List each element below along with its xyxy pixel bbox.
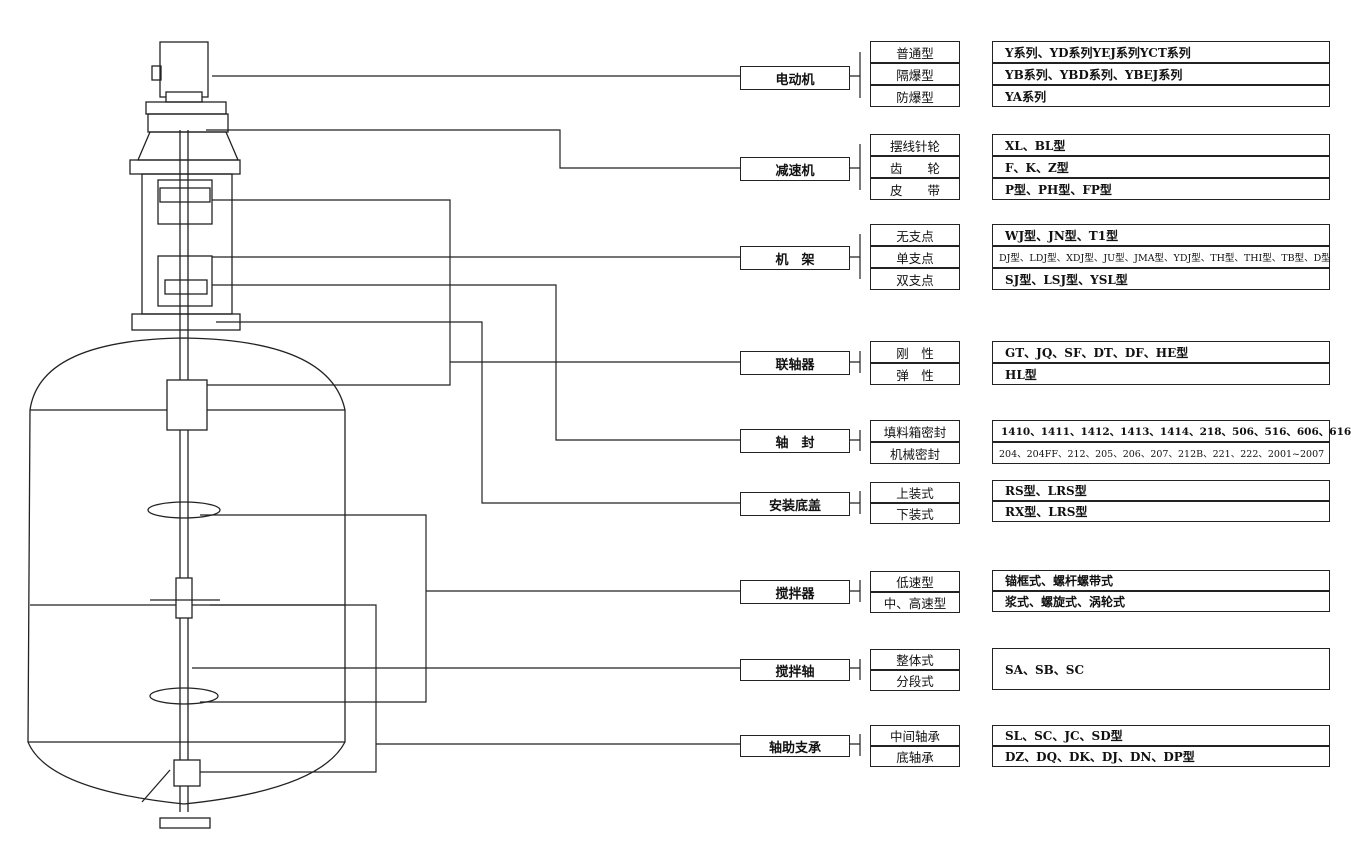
option-base-bottom: 下装式	[870, 503, 960, 524]
option-coupling-rigid: 刚 性	[870, 341, 960, 363]
upper-impeller	[147, 501, 221, 519]
option-motor-standard: 普通型	[870, 41, 960, 63]
value-base-top: RS型、LRS型	[992, 480, 1330, 501]
value-support-middle: SL、SC、JC、SD型	[992, 725, 1330, 746]
lower-impeller	[149, 687, 219, 705]
value-seal-packing: 1410、1411、1412、1413、1414、218、506、516、606…	[992, 420, 1351, 442]
value-support-bottom: DZ、DQ、DK、DJ、DN、DP型	[992, 746, 1330, 767]
component-coupling: 联轴器	[740, 351, 850, 375]
component-auxiliary-support: 轴助支承	[740, 735, 850, 757]
component-agitator-shaft: 搅拌轴	[740, 659, 850, 681]
option-reducer-belt: 皮 带	[870, 178, 960, 200]
option-base-top: 上装式	[870, 482, 960, 503]
option-seal-mechanical: 机械密封	[870, 442, 960, 464]
option-frame-single: 单支点	[870, 246, 960, 268]
value-reducer-gear: F、K、Z型	[992, 156, 1330, 178]
value-agitator-low: 锚框式、螺杆螺带式	[992, 570, 1330, 591]
option-motor-flameproof: 隔爆型	[870, 63, 960, 85]
option-reducer-gear: 齿 轮	[870, 156, 960, 178]
component-mounting-base: 安装底盖	[740, 492, 850, 516]
option-seal-packing: 填料箱密封	[870, 420, 960, 442]
value-seal-mechanical: 204、204FF、212、205、206、207、212B、221、222、2…	[992, 442, 1330, 464]
component-agitator: 搅拌器	[740, 580, 850, 604]
value-coupling-rigid: GT、JQ、SF、DT、DF、HE型	[992, 341, 1330, 363]
motor	[159, 41, 209, 98]
option-frame-double: 双支点	[870, 268, 960, 290]
value-reducer-cycloid: XL、BL型	[992, 134, 1330, 156]
value-reducer-belt: P型、PH型、FP型	[992, 178, 1330, 200]
value-motor-standard: Y系列、YD系列YEJ系列YCT系列	[992, 41, 1330, 63]
component-shaft-seal: 轴 封	[740, 429, 850, 453]
option-shaft-segmented: 分段式	[870, 670, 960, 691]
component-motor: 电动机	[740, 66, 850, 90]
value-frame-single: DJ型、LDJ型、XDJ型、JU型、JMA型、YDJ型、TH型、THI型、TB型…	[992, 246, 1331, 268]
reducer	[145, 101, 227, 115]
option-motor-explosionproof: 防爆型	[870, 85, 960, 107]
bottom-bearing	[173, 759, 201, 787]
value-agitator-high: 浆式、螺旋式、涡轮式	[992, 591, 1330, 612]
option-reducer-cycloid: 摆线针轮	[870, 134, 960, 156]
value-frame-none: WJ型、JN型、T1型	[992, 224, 1330, 246]
option-frame-none: 无支点	[870, 224, 960, 246]
value-frame-double: SJ型、LSJ型、YSL型	[992, 268, 1330, 290]
coupling	[166, 379, 208, 431]
option-support-middle: 中间轴承	[870, 725, 960, 746]
option-agitator-low: 低速型	[870, 571, 960, 592]
value-agitator-shaft: SA、SB、SC	[992, 648, 1330, 690]
value-motor-explosionproof: YA系列	[992, 85, 1330, 107]
option-coupling-elastic: 弹 性	[870, 363, 960, 385]
component-reducer: 减速机	[740, 157, 850, 181]
option-shaft-integral: 整体式	[870, 649, 960, 670]
value-base-bottom: RX型、LRS型	[992, 501, 1330, 522]
frame	[141, 173, 233, 315]
value-coupling-elastic: HL型	[992, 363, 1330, 385]
option-agitator-high: 中、高速型	[870, 592, 960, 613]
option-support-bottom: 底轴承	[870, 746, 960, 767]
value-motor-flameproof: YB系列、YBD系列、YBEJ系列	[992, 63, 1330, 85]
component-frame: 机 架	[740, 246, 850, 270]
